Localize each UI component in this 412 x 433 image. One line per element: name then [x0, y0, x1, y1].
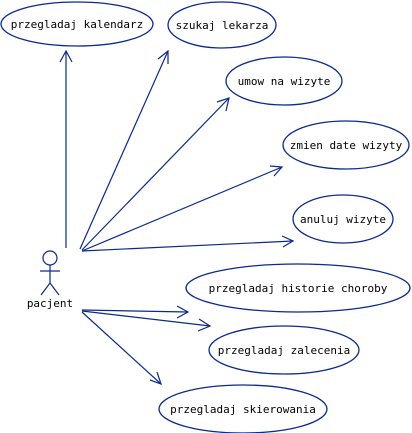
use-case-ellipse — [0, 1, 154, 47]
association-line — [81, 310, 211, 327]
use-case-label: umow na wizyte — [238, 75, 331, 88]
use-case-label: przegladaj zalecenia — [218, 344, 350, 357]
association-line — [81, 240, 294, 252]
arrowhead-icon — [269, 165, 284, 177]
actor-head-icon — [42, 250, 58, 266]
arrowhead-icon — [281, 235, 295, 248]
arrowhead-icon — [149, 371, 162, 385]
use-case-przegladaj-skierowania[interactable]: przegladaj skierowania — [158, 384, 328, 433]
use-case-ellipse — [282, 120, 410, 170]
use-case-zmien-date-wizyty[interactable]: zmien date wizyty — [282, 120, 410, 170]
associations — [59, 49, 295, 385]
use-case-label: przegladaj historie choroby — [209, 282, 388, 295]
use-case-label: przegladaj skierowania — [170, 403, 316, 416]
use-case-przegladaj-zalecenia[interactable]: przegladaj zalecenia — [208, 325, 360, 375]
actor-right-leg — [49, 282, 60, 296]
use-case-anuluj-wizyte[interactable]: anuluj wizyte — [292, 194, 394, 244]
arrowhead-icon — [216, 97, 230, 112]
use-case-label: anuluj wizyte — [300, 213, 386, 226]
use-case-ellipse — [185, 263, 411, 313]
use-case-umow-na-wizyte[interactable]: umow na wizyte — [225, 56, 343, 106]
association-line — [81, 309, 189, 313]
association-line — [79, 50, 169, 250]
association-line — [81, 97, 230, 251]
use-case-przegladaj-kalendarz[interactable]: przegladaj kalendarz — [0, 1, 154, 47]
association-line — [81, 311, 162, 385]
use-case-ellipse — [292, 194, 394, 244]
arrowhead-icon — [59, 49, 73, 63]
arrowhead-icon — [197, 318, 212, 332]
use-case-ellipse — [225, 56, 343, 106]
use-case-ellipse — [167, 1, 277, 49]
use-case-ellipse — [158, 384, 328, 433]
association-line — [81, 166, 283, 252]
actor-pacjent[interactable] — [40, 250, 60, 296]
use-case-label: przegladaj kalendarz — [11, 18, 143, 31]
arrowhead-icon — [176, 305, 190, 319]
actor-left-leg — [40, 282, 51, 296]
actor-label: pacjent — [27, 297, 73, 310]
use-case-label: zmien date wizyty — [290, 139, 403, 152]
arrowhead-icon — [157, 49, 169, 64]
use-case-szukaj-lekarza[interactable]: szukaj lekarza — [167, 1, 277, 49]
use-case-przegladaj-historie-choroby[interactable]: przegladaj historie choroby — [185, 263, 411, 313]
use-case-label: szukaj lekarza — [176, 19, 269, 32]
use-case-ellipse — [208, 325, 360, 375]
